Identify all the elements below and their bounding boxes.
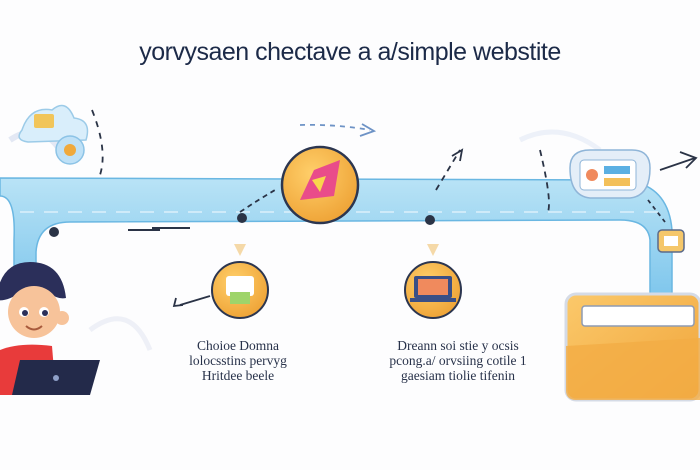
plugin-icon <box>657 229 685 253</box>
caption-line: Dreann soi stie y ocsis <box>397 338 519 353</box>
dashed-arrows <box>91 109 698 308</box>
laptop-icon <box>12 360 100 395</box>
laptop-design-icon <box>404 244 462 319</box>
boy-avatar <box>0 262 69 395</box>
browser-window-icon <box>569 149 651 199</box>
step-caption-right: Dreann soi stie y ocsis pcong.a/ orvsiin… <box>372 338 544 383</box>
cloud-folder-icon <box>18 104 89 165</box>
caption-line: lolocsstins pervyg <box>189 353 287 368</box>
website-builder-icon <box>211 244 269 319</box>
caption-line: gaesiam tiolie tifenin <box>401 368 515 383</box>
caption-line: Choioe Domna <box>196 338 280 353</box>
website-launch-icon <box>280 145 360 225</box>
page-title: yorvysaen chectave a a/simple webstite <box>139 38 561 66</box>
folder-icon <box>564 292 700 402</box>
step-caption-left: Choioe Domna lolocsstins pervyg Hritdee … <box>172 338 304 383</box>
caption-line: Hritdee beele <box>201 368 275 383</box>
caption-line: pcong.a/ orvsiing cotile 1 <box>389 353 527 368</box>
road-path <box>0 177 673 299</box>
